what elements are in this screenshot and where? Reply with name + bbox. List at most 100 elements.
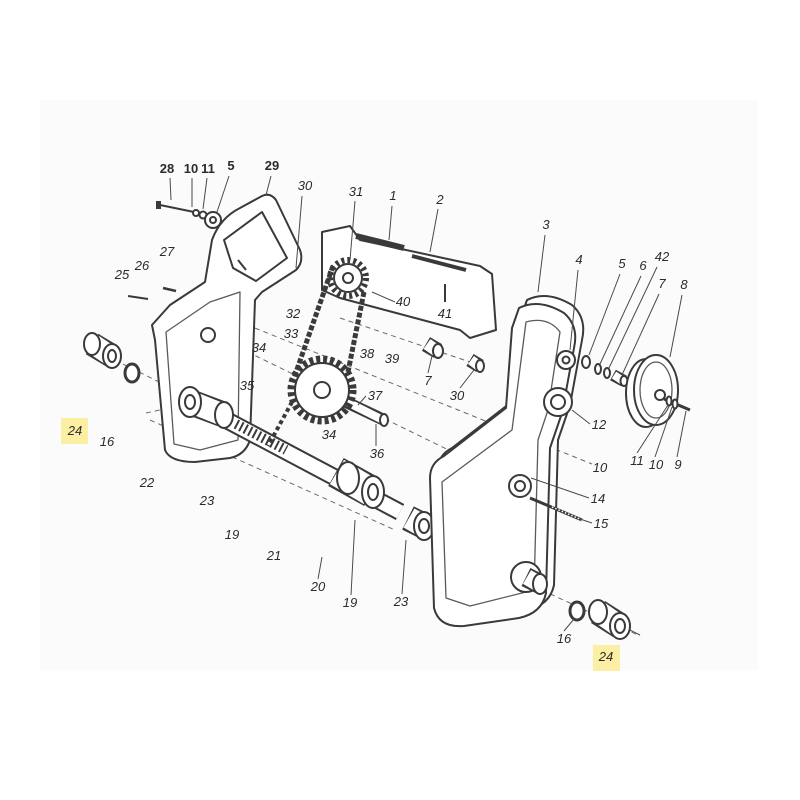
small-sprocket-hub <box>342 272 354 284</box>
callout-10: 10 <box>184 161 198 176</box>
washer-part-10 <box>192 209 200 217</box>
leader-line <box>429 208 439 253</box>
callout-3: 3 <box>542 217 550 232</box>
bushing-23-bore <box>418 518 430 534</box>
plate-hole-part-14-bore <box>514 480 526 492</box>
chain-right-strand <box>345 291 367 373</box>
bushing-left-back <box>83 332 101 356</box>
chain-loose-end <box>266 401 294 447</box>
leader-line <box>401 539 407 595</box>
large-sprocket-teeth <box>287 355 357 425</box>
callout-19-left: 19 <box>225 527 239 542</box>
callout-15: 15 <box>594 516 609 531</box>
leader-line <box>579 518 593 524</box>
bearing-part-5-bore <box>209 216 217 224</box>
pulley-part-8 <box>633 354 679 426</box>
callout-12: 12 <box>592 417 607 432</box>
callout-37: 37 <box>368 388 383 403</box>
spacer-bore <box>367 483 379 501</box>
callout-33: 33 <box>284 326 299 341</box>
small-sprocket-teeth <box>327 257 369 299</box>
callout-21: 21 <box>266 548 281 563</box>
callout-27: 27 <box>159 244 175 259</box>
right-plate-inner-edge <box>441 319 561 607</box>
bolt-part-27 <box>162 286 177 293</box>
bushing-right-bore <box>614 618 626 634</box>
leader-line <box>621 293 660 376</box>
leader-line <box>588 273 621 356</box>
callout-7-middle: 7 <box>424 373 432 388</box>
callout-10-middle: 10 <box>593 460 608 475</box>
guide-line <box>339 317 471 363</box>
leader-line <box>317 556 323 580</box>
callout-31: 31 <box>349 184 363 199</box>
callout-labels: 28 10 11 5 29 30 31 1 2 3 27 26 25 4 5 6… <box>67 158 689 664</box>
callout-38: 38 <box>360 346 375 361</box>
highlight-box-right <box>593 645 620 671</box>
leader-line <box>388 205 393 241</box>
washer-right-part-16 <box>568 600 586 622</box>
callout-35: 35 <box>240 378 255 393</box>
pulley-groove <box>639 361 673 419</box>
callout-34-upper: 34 <box>252 340 266 355</box>
callout-16-right: 16 <box>557 631 572 646</box>
washer-part-5 <box>581 355 591 369</box>
callout-24-highlighted-right: 24 <box>598 649 613 664</box>
leader-line <box>654 406 673 458</box>
right-side-plate-front <box>429 303 577 628</box>
cover-bar-part-2 <box>411 254 467 272</box>
callout-26: 26 <box>134 258 150 273</box>
leader-line <box>427 355 433 374</box>
cover-bar-part-1 <box>355 233 405 251</box>
leader-line <box>563 618 575 632</box>
left-plate-slot <box>237 259 247 271</box>
flange-bearing-bore <box>184 394 196 410</box>
callout-8: 8 <box>680 277 688 292</box>
leader-line <box>357 395 367 406</box>
callout-14: 14 <box>591 491 605 506</box>
spacer-ring-part-19 <box>336 461 360 495</box>
callout-34-lower: 34 <box>322 427 336 442</box>
leader-line <box>169 177 172 201</box>
pulley-hub <box>654 389 666 401</box>
callout-11: 11 <box>201 161 215 176</box>
callout-30-middle: 30 <box>450 388 465 403</box>
bolt-part-25 <box>127 295 149 300</box>
callout-30: 30 <box>298 178 313 193</box>
bolt-head-part-28 <box>156 201 161 209</box>
leader-line <box>202 177 208 210</box>
leader-line <box>537 234 546 293</box>
pin-part-37-body <box>345 398 385 424</box>
leader-line <box>599 275 642 365</box>
leader-line <box>350 519 356 596</box>
callout-29: 29 <box>265 158 279 173</box>
leader-line <box>216 175 230 213</box>
callout-39: 39 <box>385 351 399 366</box>
leader-line <box>295 195 303 269</box>
leader-line <box>569 269 579 351</box>
chain-left-strand <box>291 265 336 379</box>
callout-28: 28 <box>160 161 174 176</box>
leader-line <box>349 200 356 261</box>
callout-2: 2 <box>435 192 444 207</box>
callout-11-right: 11 <box>630 453 644 468</box>
callout-7-right: 7 <box>658 276 666 291</box>
callout-16-left: 16 <box>100 434 115 449</box>
callout-6: 6 <box>639 258 647 273</box>
leader-line <box>530 477 590 499</box>
washer-part-42 <box>603 367 611 379</box>
leader-line <box>459 369 475 389</box>
hub-part-12-bore <box>550 394 566 410</box>
leader-line <box>669 294 683 358</box>
washer-part-6 <box>594 363 602 375</box>
cylinder-part-7-end <box>432 343 444 359</box>
washer-left-part-16 <box>123 362 141 384</box>
large-sprocket-hub <box>313 381 331 399</box>
cylinder-part-30-end <box>475 359 485 373</box>
callout-32: 32 <box>286 306 301 321</box>
callout-20: 20 <box>310 579 326 594</box>
callout-5: 5 <box>227 158 234 173</box>
callout-5-right: 5 <box>618 256 626 271</box>
callout-36: 36 <box>370 446 385 461</box>
callout-24-highlighted-left: 24 <box>67 423 82 438</box>
